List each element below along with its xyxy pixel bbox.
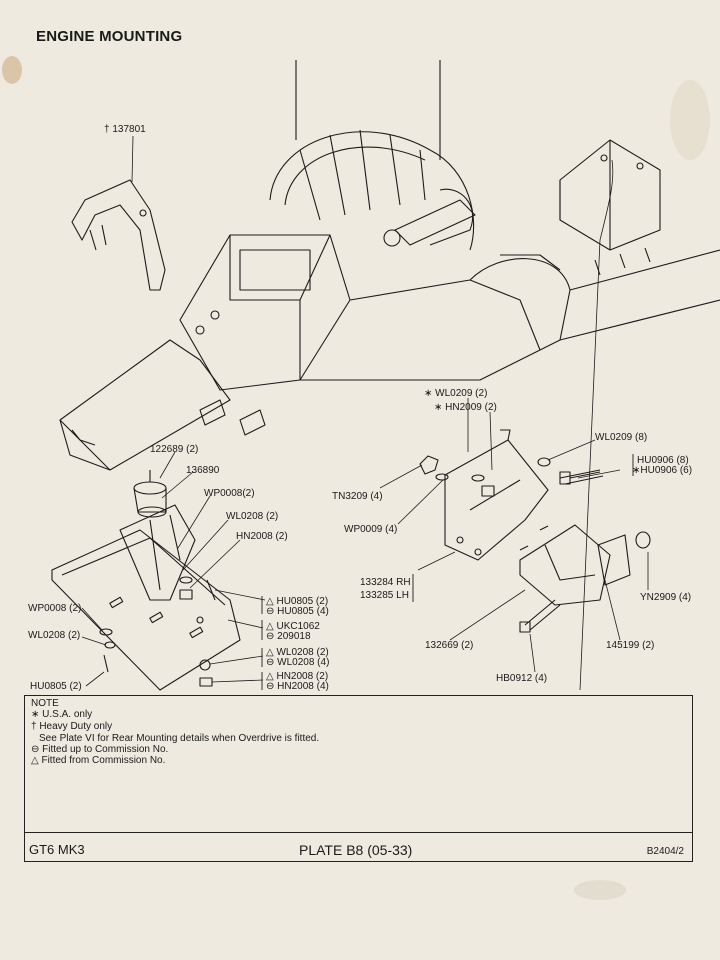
heavy-duty-bracket (71, 179, 166, 291)
page-title: ENGINE MOUNTING (36, 28, 183, 45)
callout-hu0906-8: HU0906 (8) (637, 455, 689, 466)
callout-ukc1062: △ UKC1062 (266, 621, 320, 632)
chassis-plate (51, 529, 241, 691)
callout-hn2008-a: HN2008 (2) (236, 531, 288, 542)
footer-code: B2404/2 (646, 846, 684, 857)
footer-divider (25, 832, 692, 833)
note-usa-only: ∗ U.S.A. only (31, 709, 93, 720)
footer-plate: PLATE B8 (05-33) (299, 842, 413, 858)
callout-137801: † 137801 (104, 124, 146, 135)
tail-extension (59, 339, 231, 471)
rubber-mounting-132669 (519, 524, 611, 606)
callout-209018: ⊖ 209018 (266, 631, 311, 642)
callout-wl0208-a: WL0208 (2) (226, 511, 279, 522)
callout-wl0208-upto: ⊖ WL0208 (4) (266, 657, 330, 668)
note-heading: NOTE (31, 698, 59, 709)
paper-stains (2, 56, 710, 900)
gearbox (179, 234, 720, 436)
callout-136890: 136890 (186, 465, 220, 476)
callout-wl0208-from: △ WL0208 (2) (266, 647, 329, 658)
small-parts-left (99, 576, 216, 687)
bolt-hb0912 (519, 599, 561, 633)
callout-133284-rh: 133284 RH (360, 577, 411, 588)
callout-brackets (261, 454, 634, 690)
engine-bracket-right (444, 429, 549, 561)
callout-wp0009: WP0009 (4) (344, 524, 398, 535)
note-fitted-up-to: ⊖ Fitted up to Commission No. (31, 744, 169, 755)
front-bracket (119, 504, 196, 601)
callout-hb0912: HB0912 (4) (496, 673, 548, 684)
bolt-hu0906 (559, 471, 601, 485)
callout-wl0209-usa: ∗ WL0209 (2) (424, 388, 488, 399)
callout-122689: 122689 (2) (150, 444, 199, 455)
callout-tn3209: TN3209 (4) (332, 491, 383, 502)
leader-lines (81, 135, 649, 691)
note-fitted-from: △ Fitted from Commission No. (31, 755, 166, 766)
callout-hu0805-b: HU0805 (2) (30, 681, 82, 692)
callout-132669: 132669 (2) (425, 640, 474, 651)
mounting-plate-145199 (597, 534, 631, 586)
callout-hu0805-upto: ⊖ HU0805 (4) (266, 606, 329, 617)
callout-133285-lh: 133285 LH (360, 590, 409, 601)
callout-wl0209-8: WL0209 (8) (595, 432, 648, 443)
callout-hn2008-upto: ⊖ HN2008 (4) (266, 681, 329, 692)
small-parts-right (419, 455, 651, 549)
callout-wp0008-a: WP0008(2) (204, 488, 255, 499)
callout-145199: 145199 (2) (606, 640, 655, 651)
rubber-mounting-136890 (133, 470, 167, 518)
note-plate-vi: See Plate VI for Rear Mounting details w… (39, 733, 320, 744)
callout-hn2008-from: △ HN2008 (2) (266, 671, 329, 682)
note-heavy-duty: † Heavy Duty only (31, 721, 113, 732)
callout-hu0906-6: ∗HU0906 (6) (632, 465, 693, 476)
callout-hn2009-usa: ∗ HN2009 (2) (434, 402, 497, 413)
callout-wp0008-b: WP0008 (2) (28, 603, 82, 614)
engine-block (295, 60, 661, 251)
callout-wl0208-b: WL0208 (2) (28, 630, 81, 641)
bellhousing (269, 129, 476, 251)
footer-model: GT6 MK3 (29, 842, 85, 857)
note-box: NOTE ∗ U.S.A. only † Heavy Duty only See… (24, 695, 693, 862)
callout-hu0805-from: △ HU0805 (2) (266, 596, 329, 607)
callout-yn2909: YN2909 (4) (640, 592, 692, 603)
